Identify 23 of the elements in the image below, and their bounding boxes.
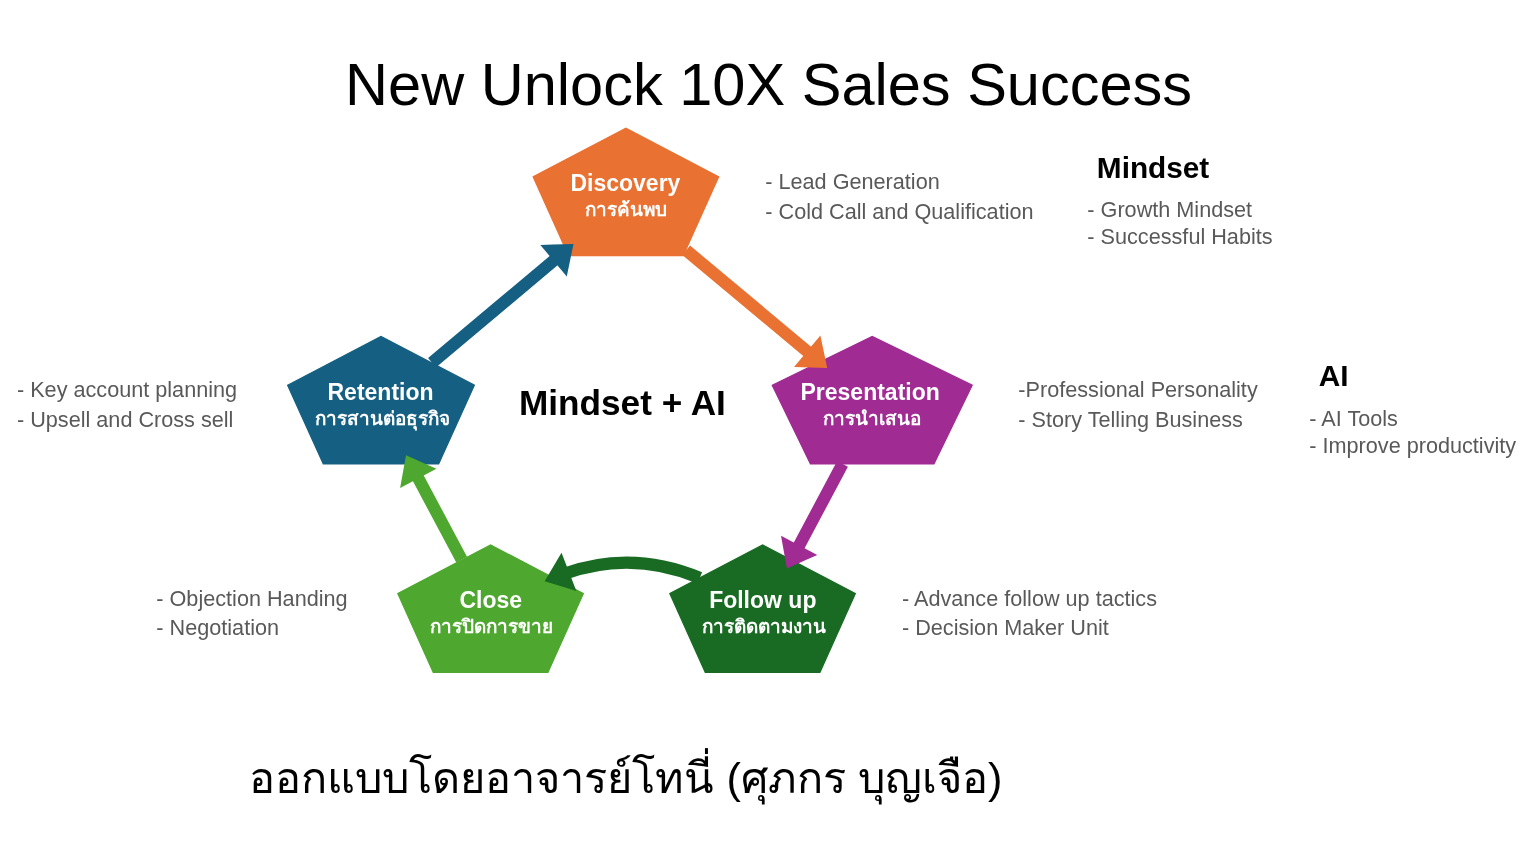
arrow <box>544 552 702 591</box>
node-label: - Story Telling Business <box>1018 406 1243 432</box>
label: Mindset <box>1096 150 1210 184</box>
node-label: - Decision Maker Unit <box>901 615 1109 641</box>
label: AI <box>1318 359 1349 393</box>
label: - AI Tools <box>1309 405 1398 431</box>
diagram-title: New Unlock 10X Sales Success <box>345 51 1193 119</box>
node-label: -Professional Personality <box>1018 377 1258 403</box>
arrow <box>682 245 828 369</box>
node-label: - Advance follow up tactics <box>901 585 1157 611</box>
label: Mindset + AI <box>519 382 726 422</box>
node-label: - Key account planning <box>16 377 238 403</box>
arrow <box>400 455 468 563</box>
arrow <box>781 461 848 569</box>
label: - Growth Mindset <box>1087 197 1253 223</box>
node-label: - Objection Handing <box>156 585 348 611</box>
label: - Successful Habits <box>1087 224 1273 250</box>
node-label: - Lead Generation <box>765 168 940 194</box>
node-label: - Upsell and Cross sell <box>16 406 234 432</box>
node-label: - Negotiation <box>156 615 280 641</box>
label: - Improve productivity <box>1309 432 1517 458</box>
arrow <box>428 243 574 368</box>
node-label: - Cold Call and Qualification <box>765 198 1034 224</box>
